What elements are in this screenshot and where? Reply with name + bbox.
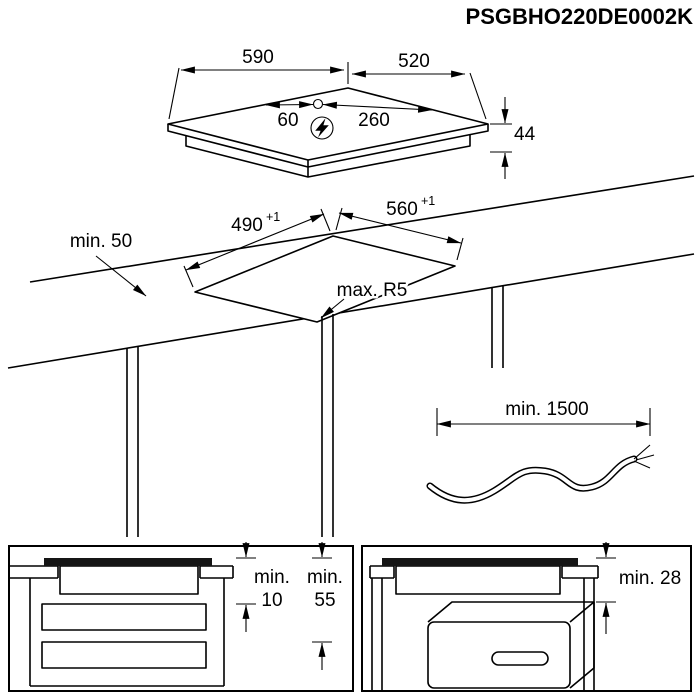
cutout-depth-label: 560 bbox=[386, 199, 418, 220]
hob-perspective-view: 590 520 60 260 44 bbox=[167, 47, 536, 179]
cutout-width-arrow bbox=[185, 213, 325, 271]
lightning-bolt-icon bbox=[315, 118, 329, 138]
oven-handle-slot bbox=[491, 651, 549, 666]
drawer-bottom bbox=[41, 641, 207, 669]
hob-height-label: 44 bbox=[514, 124, 536, 145]
drawer-top bbox=[41, 603, 207, 631]
oven-top-and-side bbox=[427, 601, 595, 689]
hob-body-edge bbox=[185, 134, 471, 178]
power-connection-symbol bbox=[310, 116, 334, 140]
hob-width-label: 590 bbox=[242, 47, 274, 68]
hob-body-section bbox=[395, 565, 561, 595]
document-code: PSGBHO220DE0002K bbox=[466, 4, 694, 29]
drawer-installation-panel: min. 10 min. 55 bbox=[8, 542, 354, 692]
cable-hole bbox=[312, 98, 324, 110]
cutout-width-label: 490 bbox=[231, 215, 263, 236]
hob-glass-section bbox=[44, 558, 212, 566]
edge-clearance-arrow bbox=[95, 255, 147, 297]
cutout-depth-arrow bbox=[338, 212, 462, 244]
extension-line bbox=[183, 265, 194, 288]
gap-min-label: min. bbox=[254, 567, 290, 588]
cable-wire-ends bbox=[633, 444, 655, 469]
hole-span-label: 260 bbox=[358, 110, 390, 131]
corner-radius-arrow bbox=[320, 298, 345, 319]
extension-line bbox=[456, 237, 464, 261]
panel-border bbox=[361, 545, 692, 692]
cutout-width-tolerance: +1 bbox=[266, 210, 280, 224]
hole-offset-arrow bbox=[265, 101, 314, 109]
corner-radius-label: max. R5 bbox=[337, 280, 408, 301]
oven-installation-panel: min. 28 bbox=[361, 542, 692, 692]
worktop-front-edge bbox=[7, 253, 695, 369]
oven-gap-label: min. 28 bbox=[619, 568, 681, 589]
extension-line bbox=[335, 207, 343, 231]
mains-cable-view: min. 1500 bbox=[426, 397, 655, 504]
hob-depth-label: 520 bbox=[398, 51, 430, 72]
cabinet-sides bbox=[371, 578, 595, 690]
hob-body-section bbox=[59, 565, 199, 595]
extension-line bbox=[320, 208, 331, 232]
cabinet-legs bbox=[126, 286, 504, 537]
hole-span-arrow bbox=[322, 101, 433, 113]
cable-core bbox=[428, 457, 636, 503]
hob-glass-section bbox=[382, 558, 578, 566]
clearance-min-label: min. bbox=[307, 567, 343, 588]
power-circle bbox=[310, 116, 334, 140]
worktop-section bbox=[10, 565, 234, 579]
panel-border bbox=[8, 545, 354, 692]
cutout-depth-tolerance: +1 bbox=[421, 194, 435, 208]
cabinet-section bbox=[29, 578, 225, 687]
worktop-cutout-view: 490 +1 560 +1 min. 50 max. R5 bbox=[7, 175, 695, 537]
extension-line bbox=[469, 72, 487, 120]
extension-line bbox=[168, 67, 180, 120]
hole-offset-label: 60 bbox=[277, 110, 298, 131]
cable-length-label: min. 1500 bbox=[505, 399, 588, 420]
hob-top-surface bbox=[167, 87, 489, 161]
clearance-value-label: 55 bbox=[314, 590, 335, 611]
gap-value-label: 10 bbox=[261, 590, 282, 611]
edge-clearance-label: min. 50 bbox=[70, 231, 132, 252]
